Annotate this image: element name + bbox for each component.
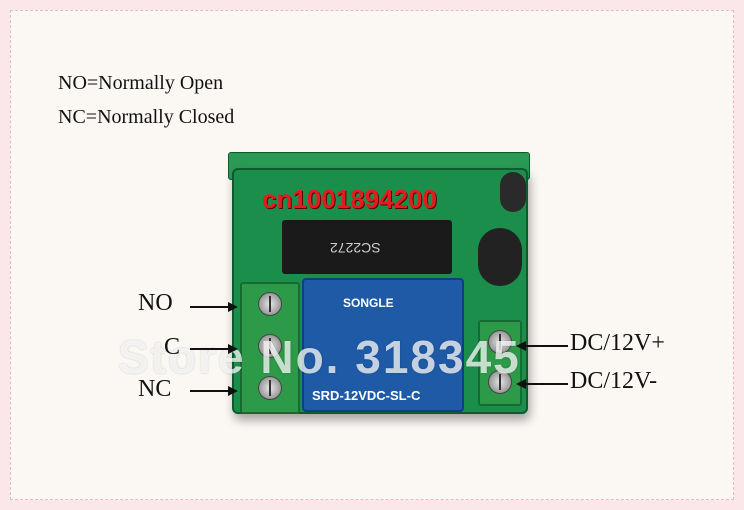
chip-marking: SC2272: [330, 240, 381, 256]
screw-terminal-no: [258, 292, 282, 316]
screw-terminal-c: [258, 334, 282, 358]
seller-id-watermark: cn1001894200: [262, 184, 437, 214]
pin-label-c: C: [164, 334, 181, 360]
arrow-dc-positive: [516, 341, 568, 351]
terminal-block-power: [478, 320, 522, 406]
relay-brand: SONGLE: [343, 296, 394, 310]
arrow-c: [190, 344, 238, 354]
screw-terminal-negative: [488, 370, 512, 394]
screw-terminal-positive: [488, 330, 512, 354]
screw-terminal-nc: [258, 376, 282, 400]
arrow-no: [190, 302, 238, 312]
decoder-chip: [282, 220, 452, 274]
arrow-nc: [190, 386, 238, 396]
small-capacitor: [500, 172, 526, 212]
legend-normally-closed: NC=Normally Closed: [58, 106, 235, 128]
store-watermark: Store No. 318345: [118, 331, 521, 383]
pin-label-dc-negative: DC/12V-: [570, 368, 658, 394]
relay-component: [302, 278, 464, 412]
pin-label-dc-positive: DC/12V+: [570, 330, 665, 356]
electrolytic-capacitor: [478, 228, 522, 286]
terminal-block-output: [240, 282, 300, 414]
pin-label-nc: NC: [138, 376, 172, 402]
arrow-dc-negative: [516, 379, 568, 389]
legend-normally-open: NO=Normally Open: [58, 72, 224, 94]
relay-model: SRD-12VDC-SL-C: [312, 388, 421, 403]
pin-label-no: NO: [138, 290, 173, 316]
